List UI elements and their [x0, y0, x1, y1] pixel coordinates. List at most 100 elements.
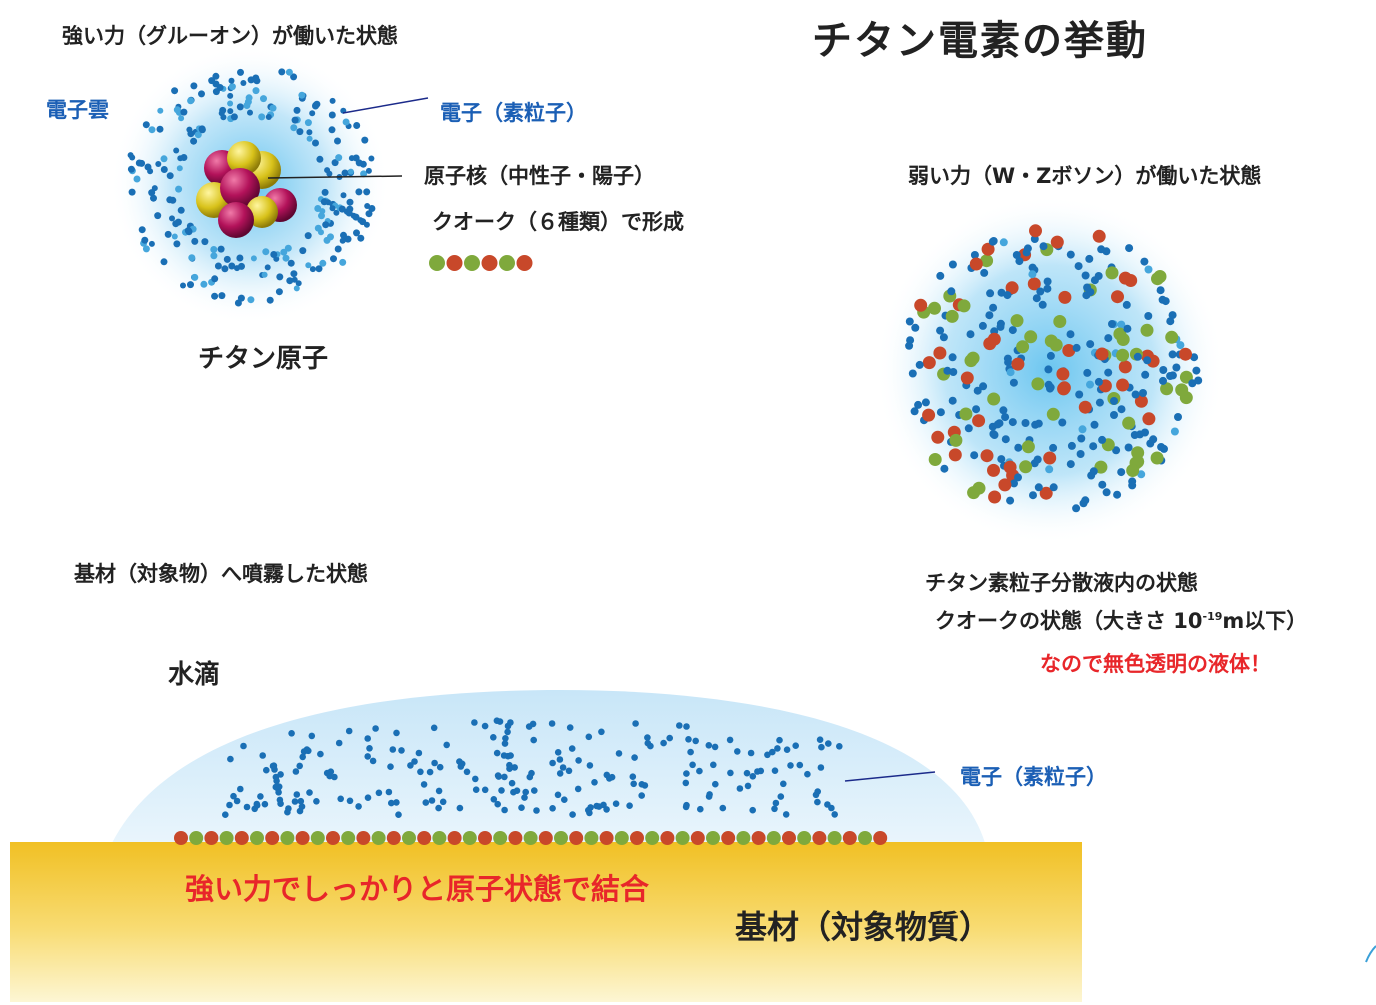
droplet-electron — [817, 764, 825, 771]
dispersion-particle — [940, 464, 949, 473]
dispersion-particle — [1049, 483, 1058, 492]
electron — [346, 198, 354, 206]
dispersion-particle — [1033, 455, 1042, 464]
droplet-electron — [490, 734, 497, 741]
droplet-electron — [682, 803, 690, 811]
electron — [339, 258, 347, 266]
droplet-electron — [261, 800, 269, 808]
electron — [264, 264, 271, 271]
dispersion-particle — [1168, 311, 1177, 320]
dispersion-particle — [1094, 377, 1103, 386]
droplet-electron — [393, 729, 400, 737]
electron — [127, 152, 134, 159]
droplet-electron — [292, 768, 300, 775]
dispersion-particle — [1086, 380, 1094, 389]
droplet-electron — [631, 754, 638, 761]
dispersion-particle — [939, 333, 948, 342]
droplet-electron — [777, 793, 785, 800]
droplet-electron — [586, 762, 594, 769]
electron — [177, 206, 185, 214]
droplet-electron — [355, 803, 362, 810]
droplet-electron — [554, 791, 562, 799]
droplet-electron — [233, 797, 241, 805]
dispersion-particle — [986, 289, 995, 298]
droplet-electron — [660, 739, 667, 747]
bonded-quark — [766, 831, 781, 845]
quark-size-caption: クオークの状態（大きさ 10-19m以下） — [935, 605, 1307, 635]
dispersion-particle — [1074, 262, 1083, 271]
droplet-electron — [696, 767, 703, 775]
dispersion-particle — [1116, 378, 1130, 392]
quark-size-text: クオークの状態（大きさ 10 — [935, 609, 1203, 633]
electron — [160, 166, 168, 173]
dispersion-particle — [1006, 496, 1015, 505]
electron — [191, 237, 199, 245]
dispersion-particle — [990, 431, 999, 439]
droplet-electron — [335, 739, 343, 747]
electron — [148, 189, 156, 197]
bonded-quark — [569, 831, 584, 845]
bonded-quark — [873, 831, 888, 845]
droplet-electron — [598, 728, 605, 736]
dispersion-particle — [908, 369, 917, 378]
droplet-electron — [498, 787, 505, 794]
dispersion-particle — [1043, 284, 1052, 293]
electron — [347, 168, 354, 175]
electron — [340, 192, 347, 199]
electron — [319, 208, 326, 215]
droplet-electron — [705, 742, 713, 749]
bonded-quark — [721, 831, 736, 845]
dispersion-particle — [911, 323, 920, 332]
electron — [315, 265, 323, 273]
dispersion-particle — [1156, 286, 1165, 295]
droplet-electron — [782, 811, 790, 818]
droplet-electron — [629, 773, 637, 780]
electron — [247, 109, 253, 116]
electron — [365, 167, 372, 174]
bonded-quark — [462, 831, 477, 845]
electron — [227, 108, 234, 115]
dispersion-particle — [1024, 330, 1038, 344]
electron — [228, 77, 235, 84]
dispersion-particle — [996, 322, 1005, 331]
electron — [328, 126, 336, 134]
electron — [329, 205, 336, 212]
dispersion-particle — [915, 360, 924, 369]
droplet-electron — [291, 798, 299, 805]
dispersion-particle — [1008, 326, 1017, 335]
droplet-electron — [591, 779, 598, 786]
electron — [327, 233, 334, 241]
droplet-electron — [493, 749, 501, 757]
nucleus-label: 原子核（中性子・陽子） — [424, 164, 655, 188]
dispersion-particle — [1098, 435, 1107, 444]
droplet-electron — [227, 755, 234, 763]
droplet-electron — [683, 770, 690, 777]
droplet-electron — [435, 787, 443, 795]
droplet-electron — [776, 736, 783, 744]
droplet-electron — [783, 746, 791, 753]
droplet-electron — [689, 761, 696, 769]
droplet-electron — [504, 728, 511, 736]
droplet-electron — [666, 734, 673, 742]
electron — [166, 172, 174, 180]
droplet-electron — [612, 800, 620, 807]
droplet-electron — [443, 741, 451, 749]
electron — [261, 271, 268, 278]
droplet-electron — [273, 777, 280, 785]
dispersion-particle — [1149, 435, 1158, 444]
corner-mark — [1365, 945, 1376, 963]
droplet-electron — [285, 805, 292, 812]
bonded-quark — [554, 831, 568, 845]
dispersion-particle — [1049, 443, 1058, 452]
droplet-electron — [430, 724, 438, 732]
electron — [346, 205, 354, 213]
electron — [270, 251, 278, 258]
dispersion-particle — [1066, 250, 1075, 259]
droplet-electron — [549, 805, 556, 812]
dispersion-particle — [1005, 281, 1019, 295]
electron — [180, 282, 186, 289]
droplet-electron — [303, 746, 311, 753]
electron — [237, 294, 245, 302]
electron — [169, 215, 175, 222]
bonded-quark — [478, 831, 492, 845]
